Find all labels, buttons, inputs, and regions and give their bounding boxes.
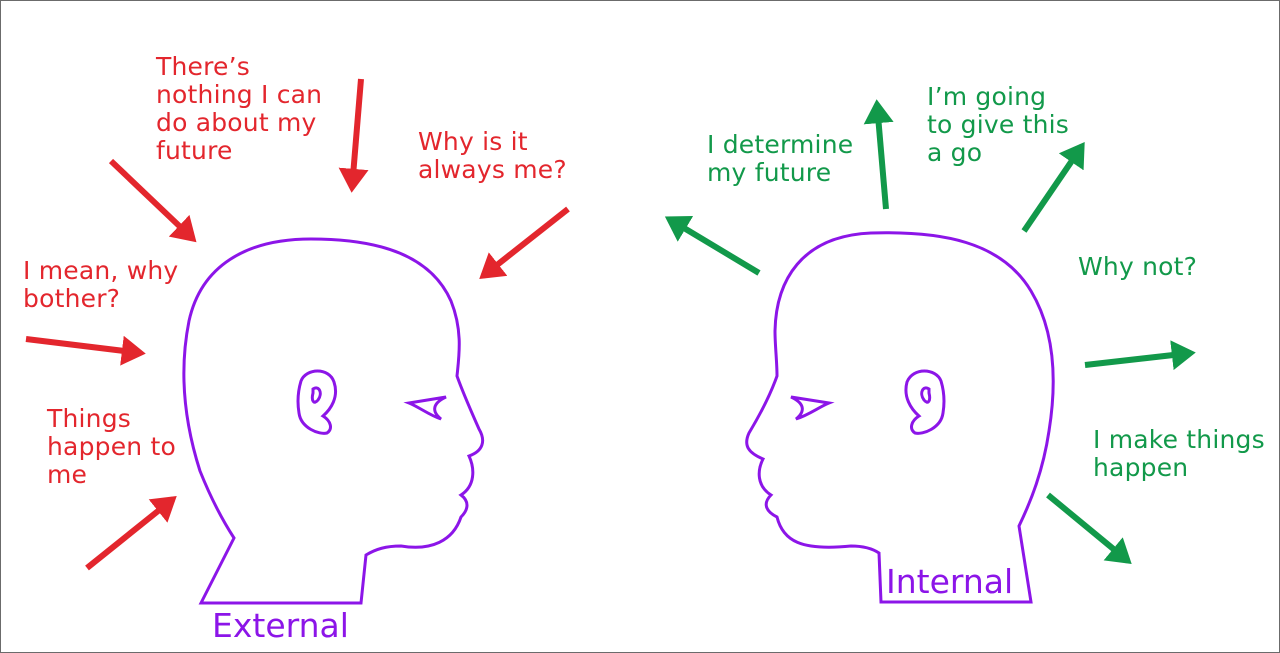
internal-ear: [904, 369, 946, 435]
inward-arrow: [479, 206, 570, 279]
external-statement-nothing-i-can-do: There’s nothing I can do about my future: [156, 52, 323, 165]
outward-arrow: [1021, 142, 1085, 233]
external-statement-things-happen-to-me: Things happen to me: [47, 404, 176, 489]
external-eye: [403, 395, 447, 421]
inward-arrow: [85, 495, 177, 571]
internal-head: [745, 231, 1055, 604]
outward-arrows: [664, 99, 1196, 565]
internal-eye: [790, 395, 835, 421]
outward-arrow: [1046, 492, 1132, 565]
inward-arrows: [25, 78, 570, 571]
internal-statement-i-make-things-happen: I make things happen: [1093, 425, 1265, 482]
outward-arrow: [664, 216, 761, 276]
inward-arrow: [108, 158, 197, 243]
internal-head-outline: [745, 231, 1055, 604]
outward-arrow: [863, 99, 894, 210]
external-statement-why-bother: I mean, why bother?: [23, 256, 179, 313]
external-statement-why-always-me: Why is it always me?: [418, 127, 567, 184]
inward-arrow: [25, 335, 146, 366]
outward-arrow: [1084, 340, 1196, 371]
external-head-outline: [182, 237, 485, 605]
external-head: [182, 237, 485, 605]
external-caption: External: [212, 606, 349, 645]
internal-statement-why-not: Why not?: [1078, 252, 1198, 281]
internal-statement-i-determine-my-future: I determine my future: [707, 130, 854, 187]
internal-statement-give-this-a-go: I’m going to give this a go: [927, 82, 1069, 167]
internal-caption: Internal: [886, 562, 1014, 601]
external-ear: [296, 369, 338, 435]
inward-arrow: [338, 78, 369, 193]
